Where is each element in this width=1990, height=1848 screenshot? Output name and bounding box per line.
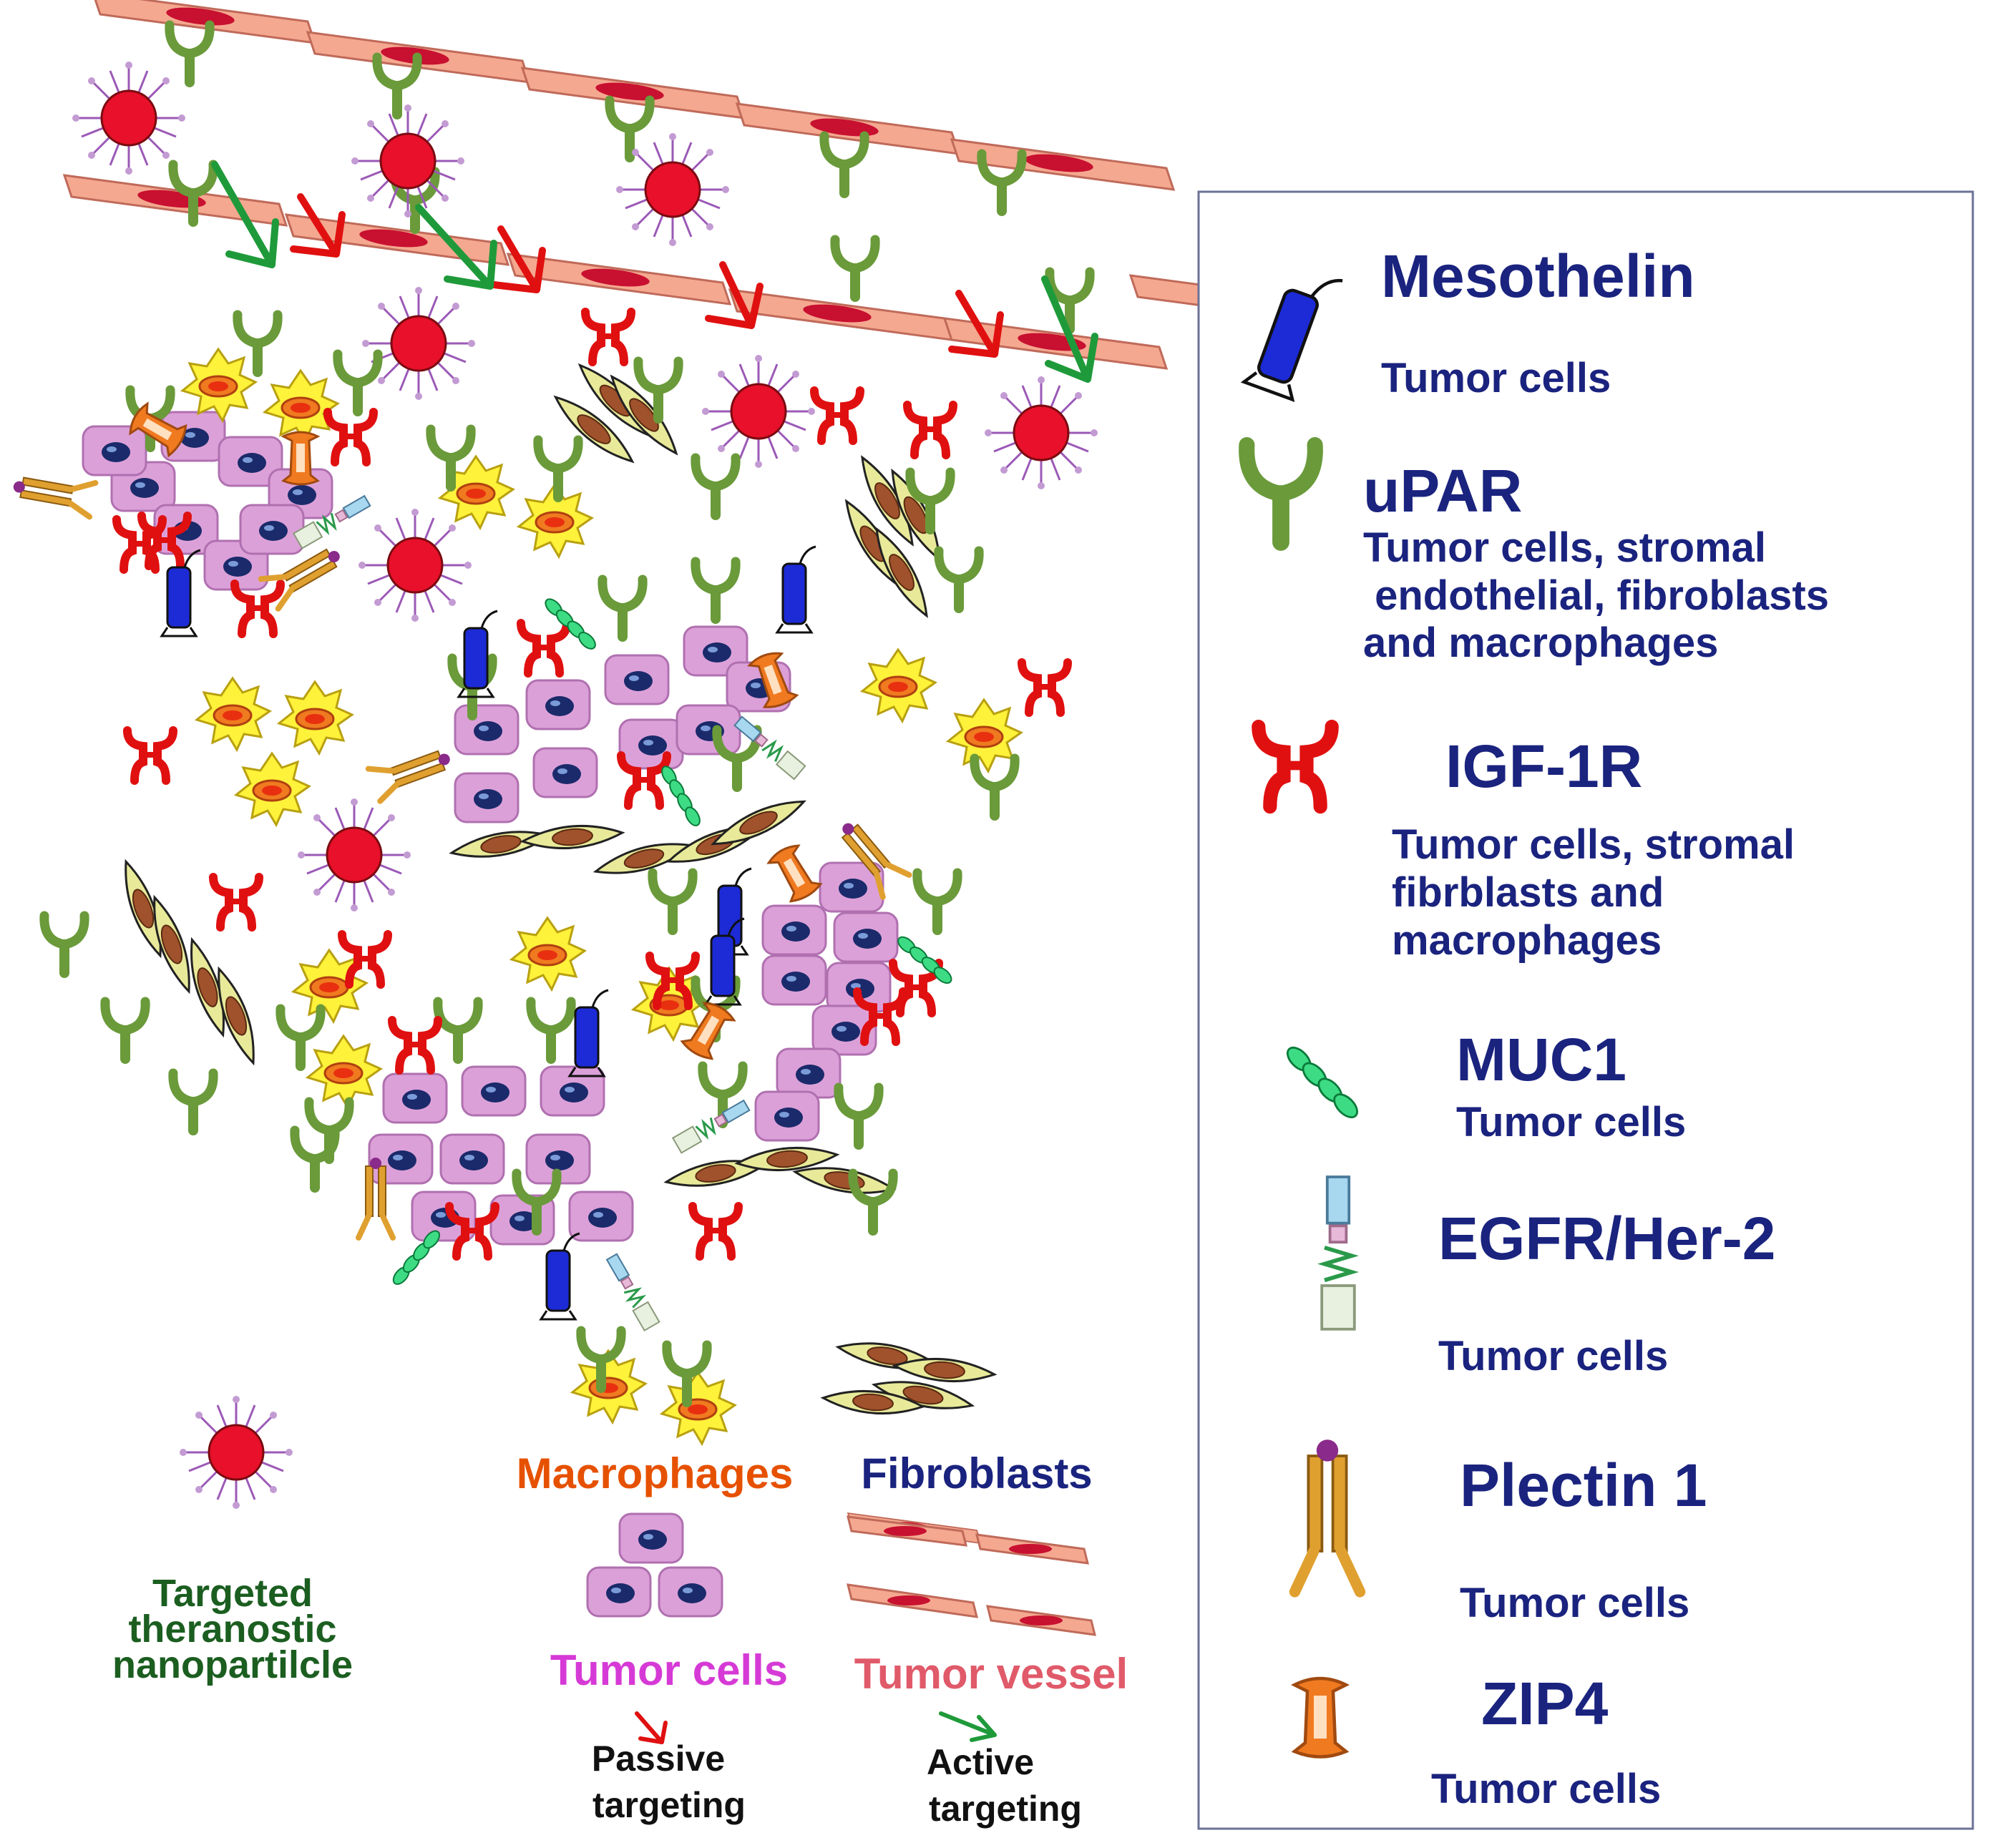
legend-egfr-desc-1: Tumor cells	[1438, 1333, 1668, 1379]
key-active-label-2: targeting	[929, 1789, 1082, 1829]
legend-plectin-desc-1: Tumor cells	[1460, 1580, 1689, 1626]
legend-igf1r: IGF-1R Tumor cells, stromal fibrblasts a…	[1259, 727, 1795, 964]
key-tumor-cells-label: Tumor cells	[550, 1646, 788, 1694]
legend-muc1: MUC1 Tumor cells	[1282, 1026, 1686, 1145]
key-macrophages-label: Macrophages	[517, 1449, 794, 1497]
legend-upar-desc-2: endothelial, fibroblasts	[1363, 572, 1829, 619]
legend-plectin: Plectin 1 Tumor cells	[1294, 1439, 1707, 1626]
key-macrophages: Macrophages	[517, 1449, 794, 1497]
legend-mesothelin-desc-1: Tumor cells	[1381, 355, 1611, 401]
legend-egfr: EGFR/Her-2 Tumor cells	[1322, 1177, 1775, 1379]
fibroblast-cluster-top	[547, 356, 686, 471]
active-targeting-arrows	[211, 161, 1098, 383]
tumor-vessel-upper	[92, 0, 1175, 191]
passive-arrow-icon	[635, 1711, 668, 1744]
legend-upar-desc-3: and macrophages	[1363, 620, 1718, 666]
key-nanoparticle-label-1: Targeted	[152, 1572, 313, 1615]
legend-panel: Mesothelin Tumor cells uPAR Tumor cells,…	[1197, 190, 1974, 1830]
key-nanoparticle-label-3: nanopartilcle	[112, 1643, 353, 1686]
passive-targeting-arrows	[290, 193, 1004, 358]
key-tumor-vessel: Tumor vessel	[847, 1512, 1128, 1698]
key-fibroblasts-label: Fibroblasts	[861, 1449, 1092, 1497]
legend-zip4-desc-1: Tumor cells	[1431, 1766, 1661, 1812]
tumor-cluster-lower	[368, 1065, 634, 1246]
legend-igf1r-desc-2: fibrblasts and	[1392, 869, 1664, 916]
legend-mesothelin: Mesothelin Tumor cells	[1244, 243, 1695, 402]
key-nanoparticle-label-2: theranostic	[128, 1608, 336, 1651]
legend-upar: uPAR Tumor cells, stromal endothelial, f…	[1247, 445, 1829, 666]
legend-igf1r-desc-1: Tumor cells, stromal	[1392, 821, 1795, 868]
legend-upar-desc-1: Tumor cells, stromal	[1363, 524, 1766, 571]
key-fibroblasts: Fibroblasts	[821, 1335, 1093, 1497]
legend-muc1-desc-1: Tumor cells	[1456, 1099, 1686, 1145]
key-active-targeting: Active targeting	[927, 1711, 1082, 1829]
legend-egfr-title: EGFR/Her-2	[1438, 1205, 1775, 1272]
active-arrow-icon	[939, 1711, 997, 1742]
legend-plectin-title: Plectin 1	[1460, 1452, 1707, 1519]
legend-upar-title: uPAR	[1363, 457, 1522, 524]
key-passive-label-2: targeting	[592, 1785, 746, 1825]
key-passive-targeting: Passive targeting	[592, 1711, 746, 1825]
key-passive-label-1: Passive	[592, 1739, 725, 1779]
legend-mesothelin-title: Mesothelin	[1381, 243, 1695, 310]
legend-igf1r-desc-3: macrophages	[1392, 917, 1662, 964]
legend-igf1r-title: IGF-1R	[1445, 733, 1642, 800]
fibroblast-cluster-right-top	[836, 451, 950, 622]
legend-zip4: ZIP4 Tumor cells	[1294, 1670, 1661, 1812]
legend-zip4-title: ZIP4	[1481, 1670, 1609, 1737]
key-tumor-vessel-label: Tumor vessel	[854, 1650, 1128, 1698]
key-tumor-cells: Tumor cells	[550, 1512, 788, 1694]
key-active-label-1: Active	[927, 1742, 1034, 1782]
key-nanoparticle: Targeted theranostic nanopartilcle	[112, 1394, 353, 1686]
legend-muc1-title: MUC1	[1456, 1026, 1626, 1093]
